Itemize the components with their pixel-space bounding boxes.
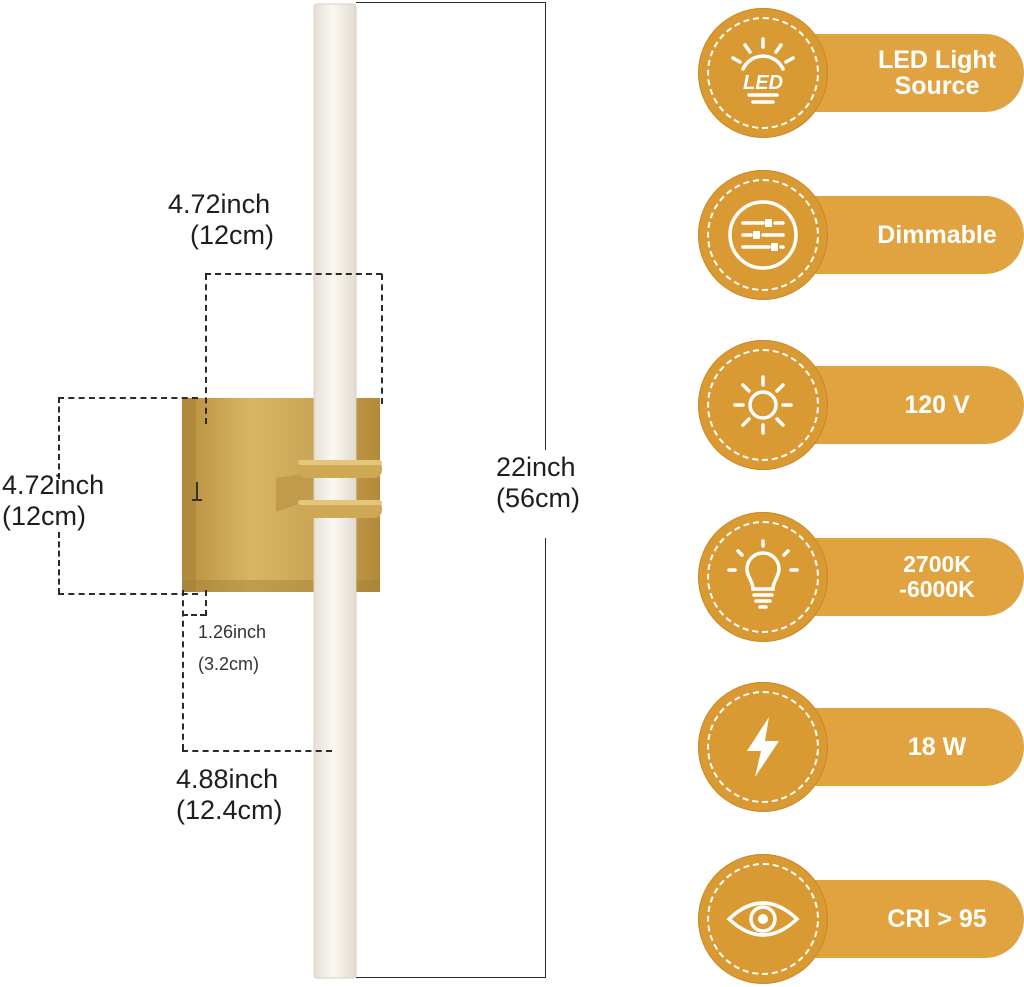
feature-led: LED Light Source LED xyxy=(698,8,1024,138)
wall-sconce-drawing xyxy=(182,3,382,979)
dim-depth-label: 1.26inch (3.2cm) xyxy=(198,616,266,680)
dim-depth-cm: (3.2cm) xyxy=(198,654,260,674)
lightning-icon xyxy=(747,717,779,777)
feature-label: 2700K -6000K xyxy=(899,551,975,602)
dim-height-left-cm: (12cm) xyxy=(2,501,87,531)
dim-line-depth-left xyxy=(182,590,184,750)
dim-height-left-inch: 4.72inch xyxy=(2,470,105,500)
dim-line-depth xyxy=(182,614,206,616)
feature-dimmable: Dimmable xyxy=(698,170,1024,300)
feature-pill: 2700K -6000K xyxy=(794,538,1024,616)
feature-label: LED Light Source xyxy=(877,46,997,100)
dim-line-depth-right xyxy=(205,590,207,616)
feature-pill: 18 W xyxy=(794,708,1024,786)
dim-line-total-bottom xyxy=(356,977,546,978)
dim-line-left-bottom xyxy=(58,593,198,595)
feature-label: 18 W xyxy=(907,733,967,761)
feature-pill: LED Light Source xyxy=(794,34,1024,112)
dim-height-left-label: 4.72inch (12cm) xyxy=(2,470,104,532)
led-icon-text: LED xyxy=(743,72,783,94)
dim-line-total-lower xyxy=(545,538,546,978)
dim-total-height-cm: (56cm) xyxy=(496,483,581,513)
light-tube xyxy=(313,3,357,979)
feature-badge xyxy=(698,170,828,300)
feature-badge xyxy=(698,854,828,984)
feature-cri: CRI > 95 xyxy=(698,854,1024,984)
dim-line-total-top xyxy=(356,2,546,3)
feature-voltage: 120 V xyxy=(698,340,1024,470)
feature-badge xyxy=(698,682,828,812)
dim-depth-inch: 1.26inch xyxy=(198,622,267,642)
dim-line-top-left xyxy=(205,274,207,424)
feature-label: Dimmable xyxy=(877,221,997,249)
dim-line-left-top xyxy=(58,397,198,399)
sliders-icon xyxy=(728,200,798,270)
feature-badge: LED xyxy=(698,8,828,138)
feature-pill: Dimmable xyxy=(794,196,1024,274)
feature-badge xyxy=(698,340,828,470)
dim-width-top-inch: 4.72inch xyxy=(168,189,271,219)
feature-pill: 120 V xyxy=(794,366,1024,444)
feature-badge xyxy=(698,512,828,642)
dim-total-height-inch: 22inch xyxy=(496,452,576,482)
dim-line-total-upper xyxy=(545,2,546,450)
dim-extension-inch: 4.88inch xyxy=(176,764,279,794)
eye-icon xyxy=(726,901,800,937)
dim-line-top xyxy=(205,273,382,275)
feature-wattage: 18 W xyxy=(698,682,1024,812)
dim-extension-cm: (12.4cm) xyxy=(176,795,283,825)
dim-extension-label: 4.88inch (12.4cm) xyxy=(176,764,283,826)
product-illustration xyxy=(182,3,382,979)
dim-width-top-cm: (12cm) xyxy=(190,220,275,250)
sun-icon xyxy=(733,375,793,435)
dim-line-extension xyxy=(182,750,332,752)
dim-line-left-lower xyxy=(58,532,60,594)
feature-pill: CRI > 95 xyxy=(794,880,1024,958)
feature-color-temp: 2700K -6000K xyxy=(698,512,1024,642)
led-icon: LED xyxy=(731,37,795,104)
bulb-icon xyxy=(727,539,799,609)
feature-label: CRI > 95 xyxy=(887,905,987,933)
dim-width-top-label: 4.72inch (12cm) xyxy=(168,189,274,251)
dim-line-left xyxy=(58,397,60,479)
dim-line-top-right xyxy=(381,274,383,404)
feature-label: 120 V xyxy=(904,391,970,419)
dim-total-height-label: 22inch (56cm) xyxy=(496,452,580,514)
